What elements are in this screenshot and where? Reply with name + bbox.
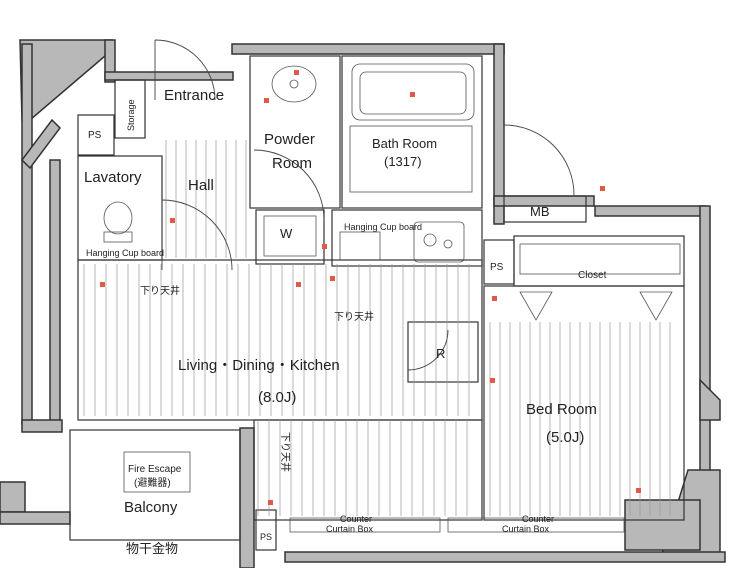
storage-label: Storage xyxy=(126,99,136,131)
lowered-ceiling-1: 下り天井 xyxy=(140,284,180,297)
hanging-cupboard-lav-label: Hanging Cup board xyxy=(86,248,164,258)
exterior-walls xyxy=(0,39,726,568)
lowered-ceiling-2: 下り天井 xyxy=(334,310,374,323)
toilet-icon xyxy=(103,201,133,243)
outlet-marker xyxy=(170,218,175,223)
ps-top-label: PS xyxy=(88,130,102,141)
sink-icon xyxy=(271,65,317,103)
outlet-marker xyxy=(296,282,301,287)
hanging-cupboard-kitchen-label: Hanging Cup board xyxy=(344,222,422,232)
bed-room-size: (5.0J) xyxy=(546,429,584,446)
ps-bottom-label: PS xyxy=(260,532,272,542)
outlet-marker xyxy=(490,378,495,383)
door-swing-top xyxy=(154,39,216,101)
ldk-size: (8.0J) xyxy=(258,389,296,406)
counter-label-2: Counter xyxy=(522,514,554,524)
lavatory-label: Lavatory xyxy=(84,169,142,186)
lowered-ceiling-3: 下り天井 xyxy=(279,432,292,472)
outlet-marker xyxy=(268,500,273,505)
bath-room-label: Bath Room xyxy=(372,136,437,151)
closet-label: Closet xyxy=(578,270,607,281)
fire-escape-jp-label: (避難器) xyxy=(134,476,171,489)
outlet-marker xyxy=(410,92,415,97)
powder-room-label-2: Room xyxy=(272,155,312,172)
curtain-box-label-1: Curtain Box xyxy=(326,524,374,534)
outlet-markers xyxy=(100,70,641,505)
curtain-box-label-2: Curtain Box xyxy=(502,524,550,534)
outlet-marker xyxy=(294,70,299,75)
entrance-label: Entrance xyxy=(164,87,224,104)
door-swing-hall xyxy=(161,199,233,271)
door-swing-powder xyxy=(253,149,325,221)
outlet-marker xyxy=(322,244,327,249)
door-swings xyxy=(154,39,575,371)
bath-room-size: (1317) xyxy=(384,154,422,169)
mb-label: MB xyxy=(530,204,550,219)
outlet-marker xyxy=(330,276,335,281)
balcony-label: Balcony xyxy=(124,499,178,516)
bed-room-label: Bed Room xyxy=(526,401,597,418)
ldk-label: Living・Dining・Kitchen xyxy=(178,357,340,374)
hall-label: Hall xyxy=(188,177,214,194)
drying-fixture-label: 物干金物 xyxy=(126,541,178,556)
fire-escape-label: Fire Escape xyxy=(128,464,182,475)
outlet-marker xyxy=(600,186,605,191)
r-label: R xyxy=(436,346,445,361)
outlet-marker xyxy=(492,296,497,301)
door-swing-mb xyxy=(503,124,575,196)
counter-label-1: Counter xyxy=(340,514,372,524)
outlet-marker xyxy=(636,488,641,493)
door-swing-r xyxy=(407,329,449,371)
closet-hangers xyxy=(519,291,673,321)
outlet-marker xyxy=(100,282,105,287)
outlet-marker xyxy=(264,98,269,103)
ps-right-label: PS xyxy=(490,262,504,273)
powder-room-label-1: Powder xyxy=(264,131,315,148)
w-label: W xyxy=(280,226,293,241)
interior-walls xyxy=(69,55,685,551)
